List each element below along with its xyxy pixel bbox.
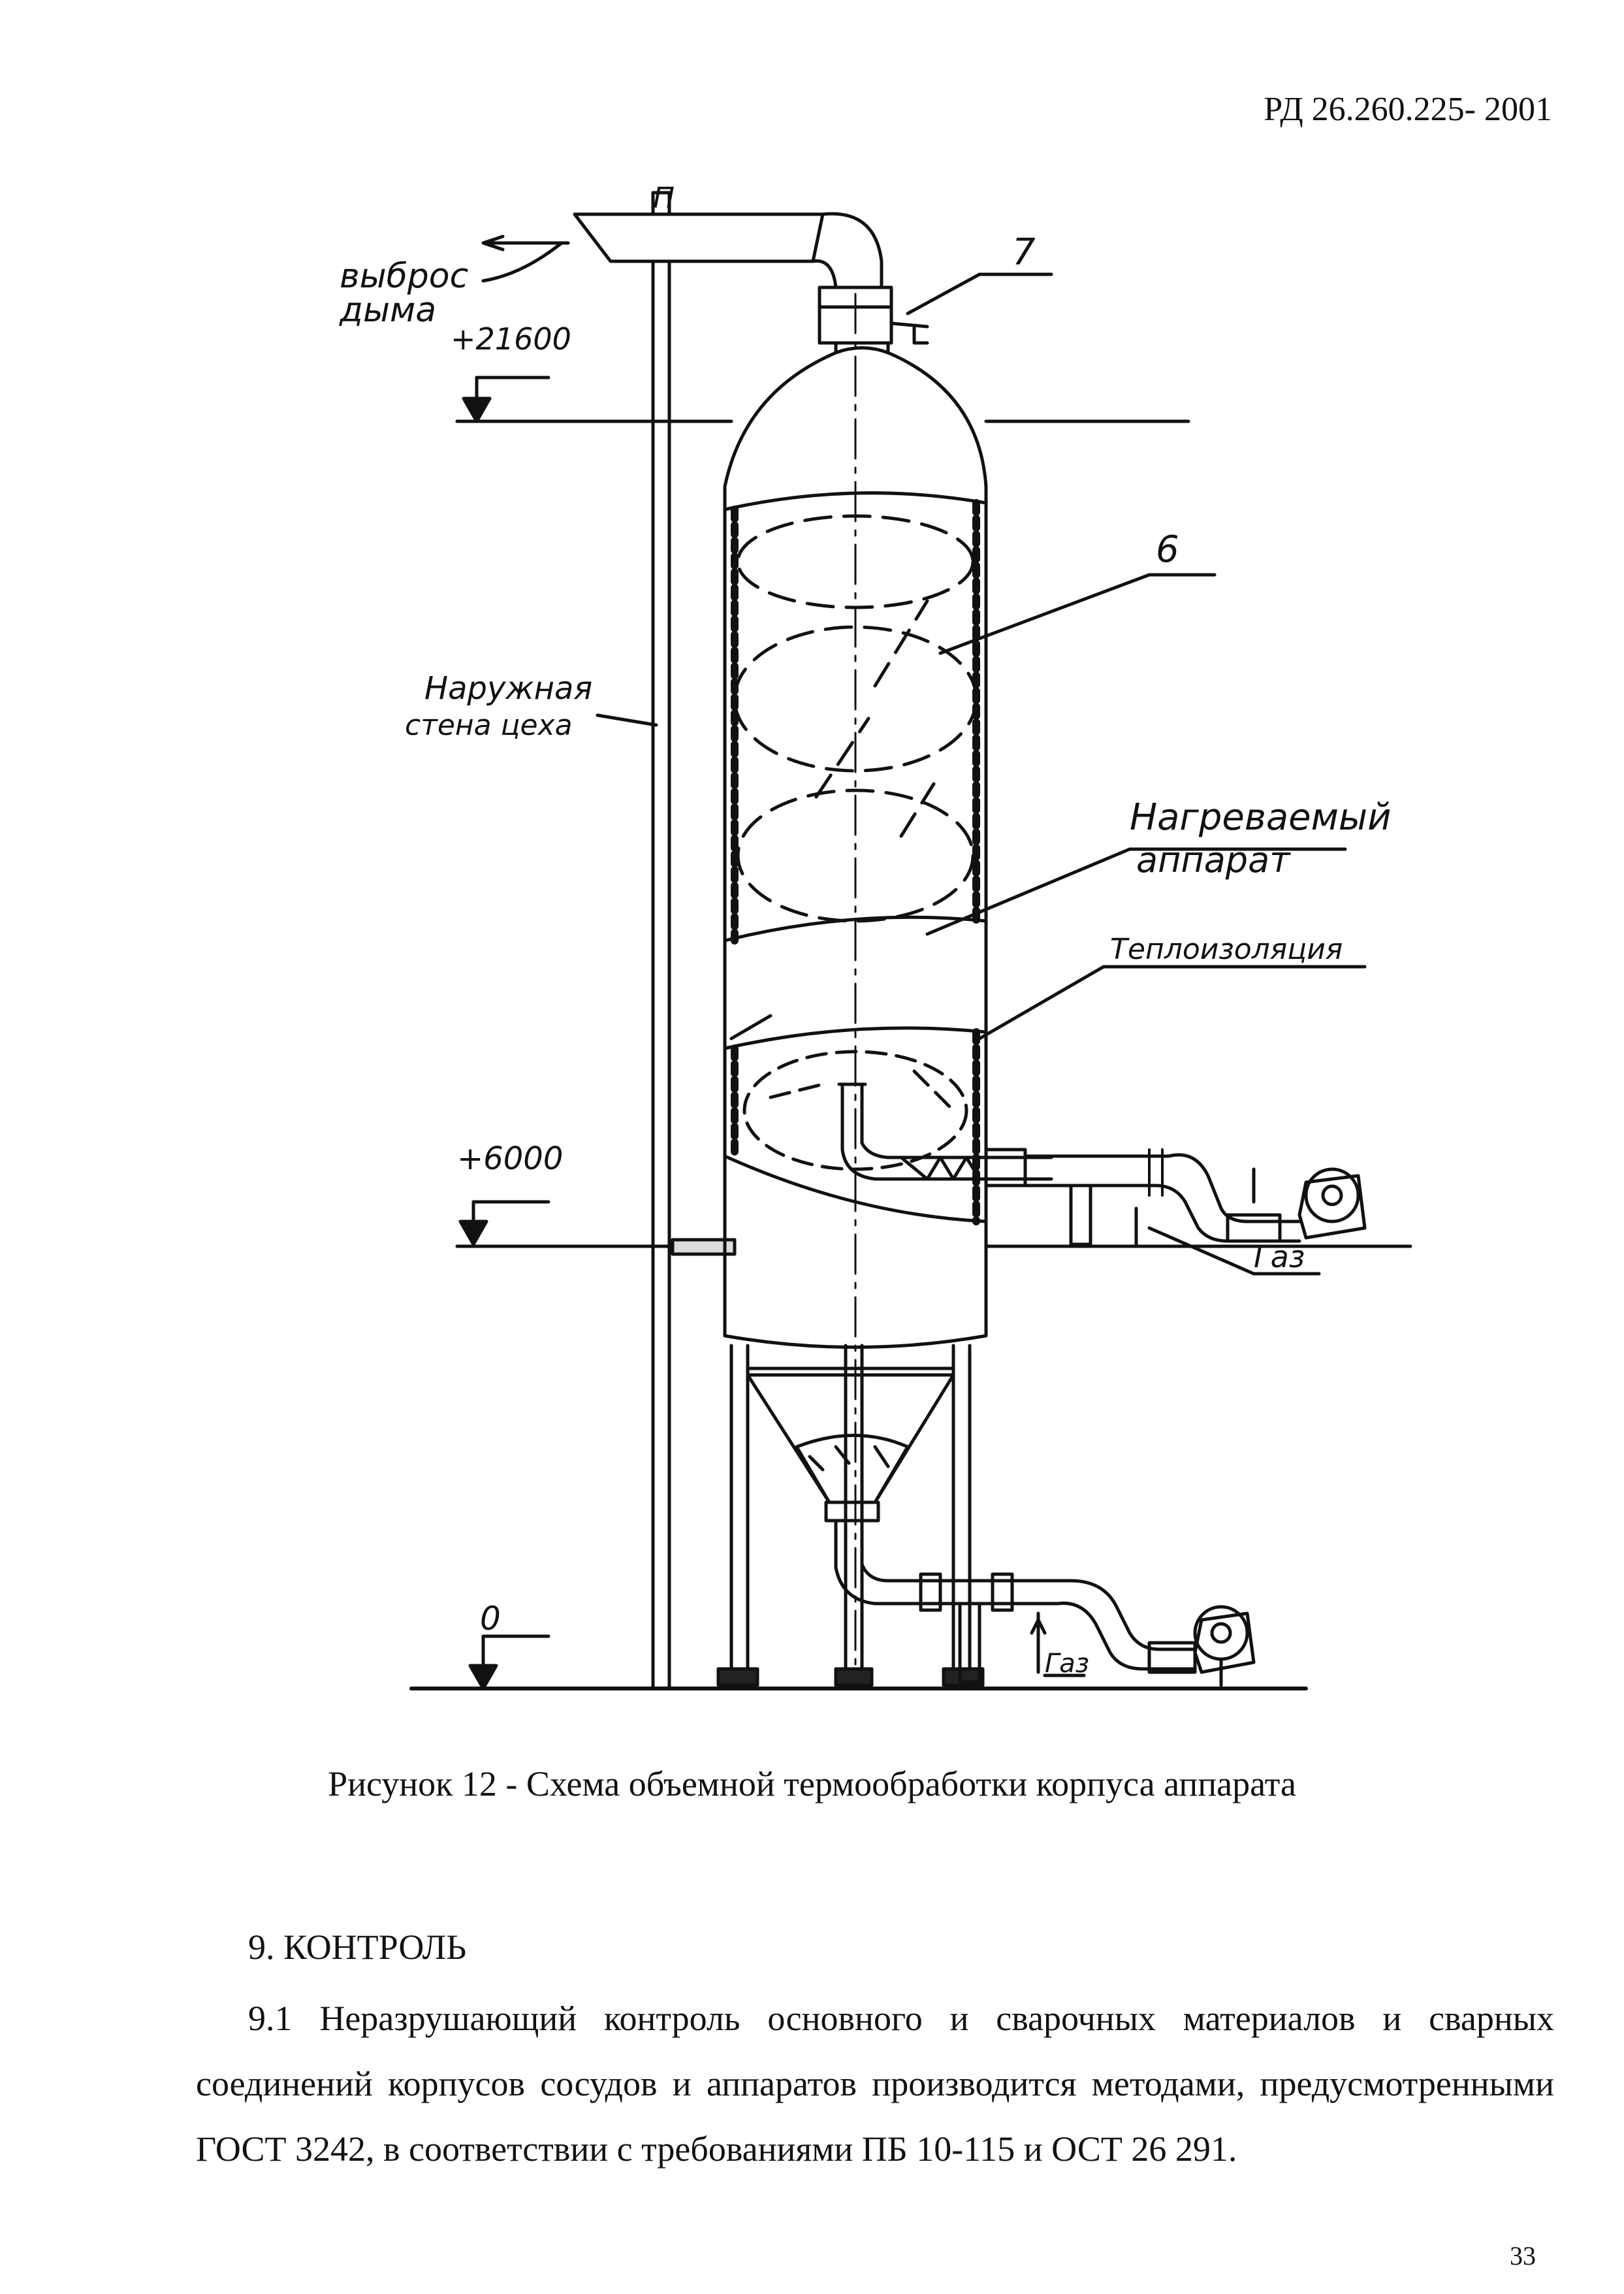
level-marker-top [462,376,550,423]
label-heated-line1: Нагреваемый [1130,796,1391,839]
apparatus-diagram: П выброс дыма +21600 7 6 Наружная стена … [339,182,1412,1690]
burner-pipe-upper [837,1082,1367,1246]
label-heated-line2: аппарат [1136,839,1291,880]
label-item-6: 6 [1156,528,1179,571]
label-gas-upper: Газ [1254,1239,1305,1274]
vessel [723,293,988,1690]
label-item-7: 7 [1012,231,1036,274]
leader-insulation [978,965,1106,1041]
circulation-arrows-upper [733,514,978,923]
leader-7 [906,272,981,315]
label-smoke-line1: выброс [340,257,468,296]
leader-6 [938,573,1151,655]
label-insulation: Теплоизоляция [1110,933,1343,966]
section-title: 9. КОНТРОЛЬ [248,1928,467,1967]
label-top-mark: П [653,182,675,215]
label-gas-lower: Газ [1045,1649,1089,1679]
label-outer-wall-line1: Наружная [424,670,592,707]
document-code: РД 26.260.225- 2001 [1264,91,1552,128]
exhaust-duct [573,191,929,345]
label-outer-wall-line2: стена цеха [405,709,573,742]
leader-outer-wall [596,713,658,727]
leader-heated-apparatus [925,847,1132,936]
level-marker-zero [468,1634,550,1690]
support-legs [716,1344,985,1687]
burner-pipe-lower [834,1519,1256,1687]
cone-hopper [746,1373,955,1523]
circulation-arrows-lower [742,1050,968,1171]
figure-caption: Рисунок 12 - Схема объемной термообработ… [328,1764,1296,1803]
label-level-mid: +6000 [457,1140,563,1177]
outer-wall [651,259,671,1690]
label-level-zero: 0 [480,1600,501,1638]
label-smoke-line2: дыма [339,291,436,330]
page-number: 33 [1510,2241,1536,2270]
label-level-top: +21600 [451,321,571,357]
paragraph-text: 9.1 Неразрушающий контроль основного и с… [196,1999,1554,2169]
paragraph-9-1: 9.1 Неразрушающий контроль основного и с… [196,1986,1554,2182]
level-marker-mid [458,1200,550,1246]
